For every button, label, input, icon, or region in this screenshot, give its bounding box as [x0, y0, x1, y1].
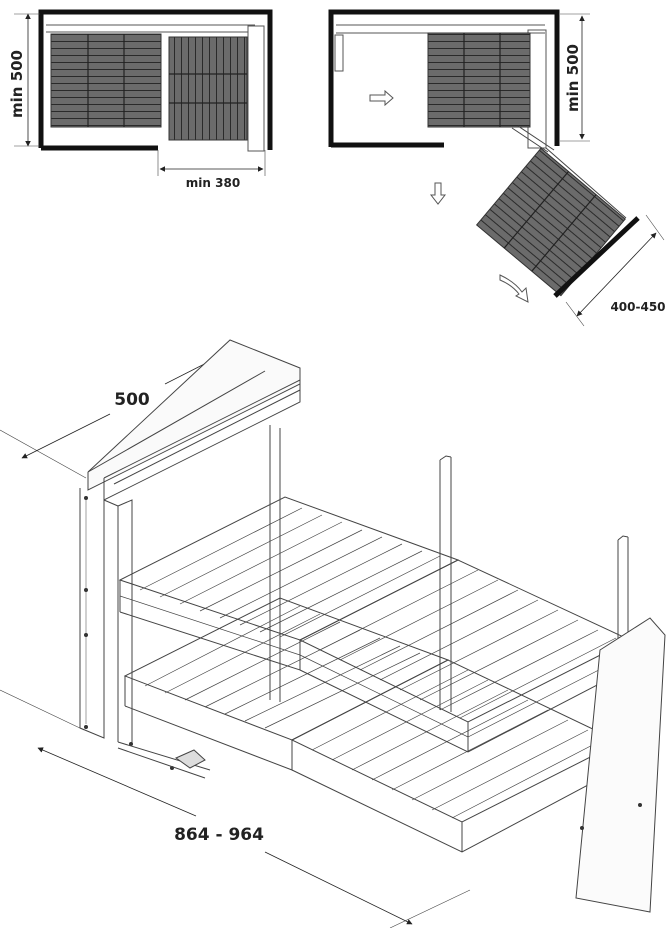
dim-min-500-right: min 500 [564, 44, 582, 112]
upper-basket [118, 496, 632, 753]
basket-back [427, 32, 531, 128]
plan-view-closed: min 500 min 380 [8, 9, 273, 190]
dim-400-450: 400-450 [610, 300, 665, 314]
basket-right [168, 36, 248, 141]
corner-bracket [575, 617, 666, 913]
isometric-view: 500 [0, 339, 666, 928]
basket-left [50, 33, 162, 128]
swing-arrow-icon [499, 274, 529, 303]
dim-500: 500 [114, 390, 150, 410]
basket-swung [475, 147, 626, 297]
dim-864-964: 864 - 964 [174, 825, 264, 845]
right-arrow-icon [369, 89, 394, 107]
cabinet-wall [38, 9, 273, 150]
dim-min-500-left: min 500 [8, 50, 26, 118]
down-arrow-icon [429, 182, 447, 205]
cabinet-wall [328, 9, 560, 147]
dim-min-380: min 380 [186, 176, 240, 190]
plan-view-open: min 500 400-450 [328, 9, 666, 327]
